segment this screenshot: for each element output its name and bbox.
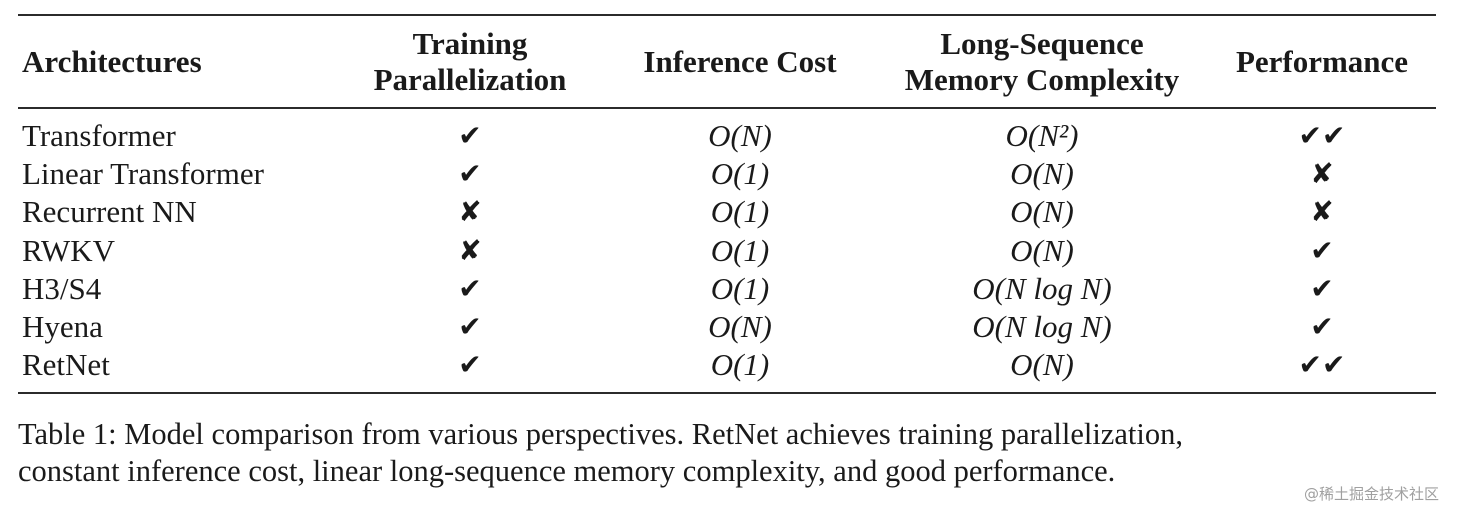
cell-training-parallelization: ✔ — [458, 272, 482, 306]
cell-memory-complexity: O(N) — [1010, 194, 1074, 230]
cell-inference-cost: O(1) — [710, 232, 770, 268]
cell-architecture: Linear Transformer — [22, 156, 264, 192]
cell-architecture: RetNet — [22, 347, 110, 383]
watermark: @稀土掘金技术社区 — [1303, 485, 1439, 503]
table-row: RWKV ✘ O(1) O(N) ✔ — [18, 232, 1436, 270]
cell-memory-complexity: O(N) — [1010, 347, 1074, 383]
table-row: Hyena ✔ O(N) O(N log N) ✔ — [18, 308, 1436, 346]
cell-training-parallelization: ✔ — [458, 119, 482, 152]
cell-memory-complexity: O(N²) — [1005, 118, 1079, 153]
cell-architecture: Transformer — [22, 118, 176, 153]
cell-performance: ✔✔ — [1298, 348, 1346, 382]
cell-training-parallelization: ✘ — [458, 233, 482, 267]
table-row: H3/S4 ✔ O(1) O(N log N) ✔ — [18, 270, 1436, 308]
cell-architecture: Hyena — [22, 309, 103, 345]
cell-architecture: H3/S4 — [22, 271, 102, 307]
caption-line-2: constant inference cost, linear long-seq… — [18, 454, 1116, 489]
table-body: Transformer✔O(N)O(N²)✔✔Linear Transforme… — [18, 108, 1436, 394]
cell-inference-cost: O(1) — [710, 271, 770, 307]
cell-performance: ✔✔ — [1298, 119, 1346, 152]
cell-performance: ✔ — [1310, 310, 1334, 344]
cell-training-parallelization: ✔ — [458, 157, 482, 191]
header-performance: Performance — [1235, 43, 1409, 79]
cell-inference-cost: O(N) — [708, 309, 772, 345]
cell-memory-complexity: O(N) — [1010, 156, 1074, 192]
table-row: RetNet ✔ O(1) O(N) ✔✔ — [18, 346, 1436, 393]
cell-memory-complexity: O(N) — [1010, 232, 1074, 268]
caption-line-1: Table 1: Model comparison from various p… — [18, 417, 1183, 452]
cell-inference-cost: O(N) — [708, 118, 772, 153]
table-caption: Table 1: Model comparison from various p… — [18, 416, 1436, 490]
cell-performance: ✔ — [1310, 233, 1334, 267]
cell-inference-cost: O(1) — [710, 156, 770, 192]
cell-training-parallelization: ✘ — [458, 195, 482, 229]
cell-performance: ✘ — [1310, 195, 1334, 229]
cell-architecture: Recurrent NN — [22, 194, 197, 230]
cell-architecture: RWKV — [22, 232, 115, 268]
cell-performance: ✔ — [1310, 272, 1334, 306]
table-row: Transformer ✔ O(N) O(N²) ✔✔ — [18, 108, 1436, 155]
table-row: Linear Transformer ✔ O(1) O(N) ✘ — [18, 155, 1436, 193]
cell-inference-cost: O(1) — [710, 347, 770, 383]
table-row: Recurrent NN ✘ O(1) O(N) ✘ — [18, 193, 1436, 231]
header-inference-cost: Inference Cost — [643, 43, 837, 79]
cell-training-parallelization: ✔ — [458, 310, 482, 344]
cell-memory-complexity: O(N log N) — [972, 271, 1112, 307]
cell-memory-complexity: O(N log N) — [972, 309, 1112, 345]
cell-performance: ✘ — [1310, 157, 1334, 191]
header-architectures: Architectures — [22, 43, 202, 79]
cell-inference-cost: O(1) — [710, 194, 770, 230]
cell-training-parallelization: ✔ — [458, 348, 482, 382]
